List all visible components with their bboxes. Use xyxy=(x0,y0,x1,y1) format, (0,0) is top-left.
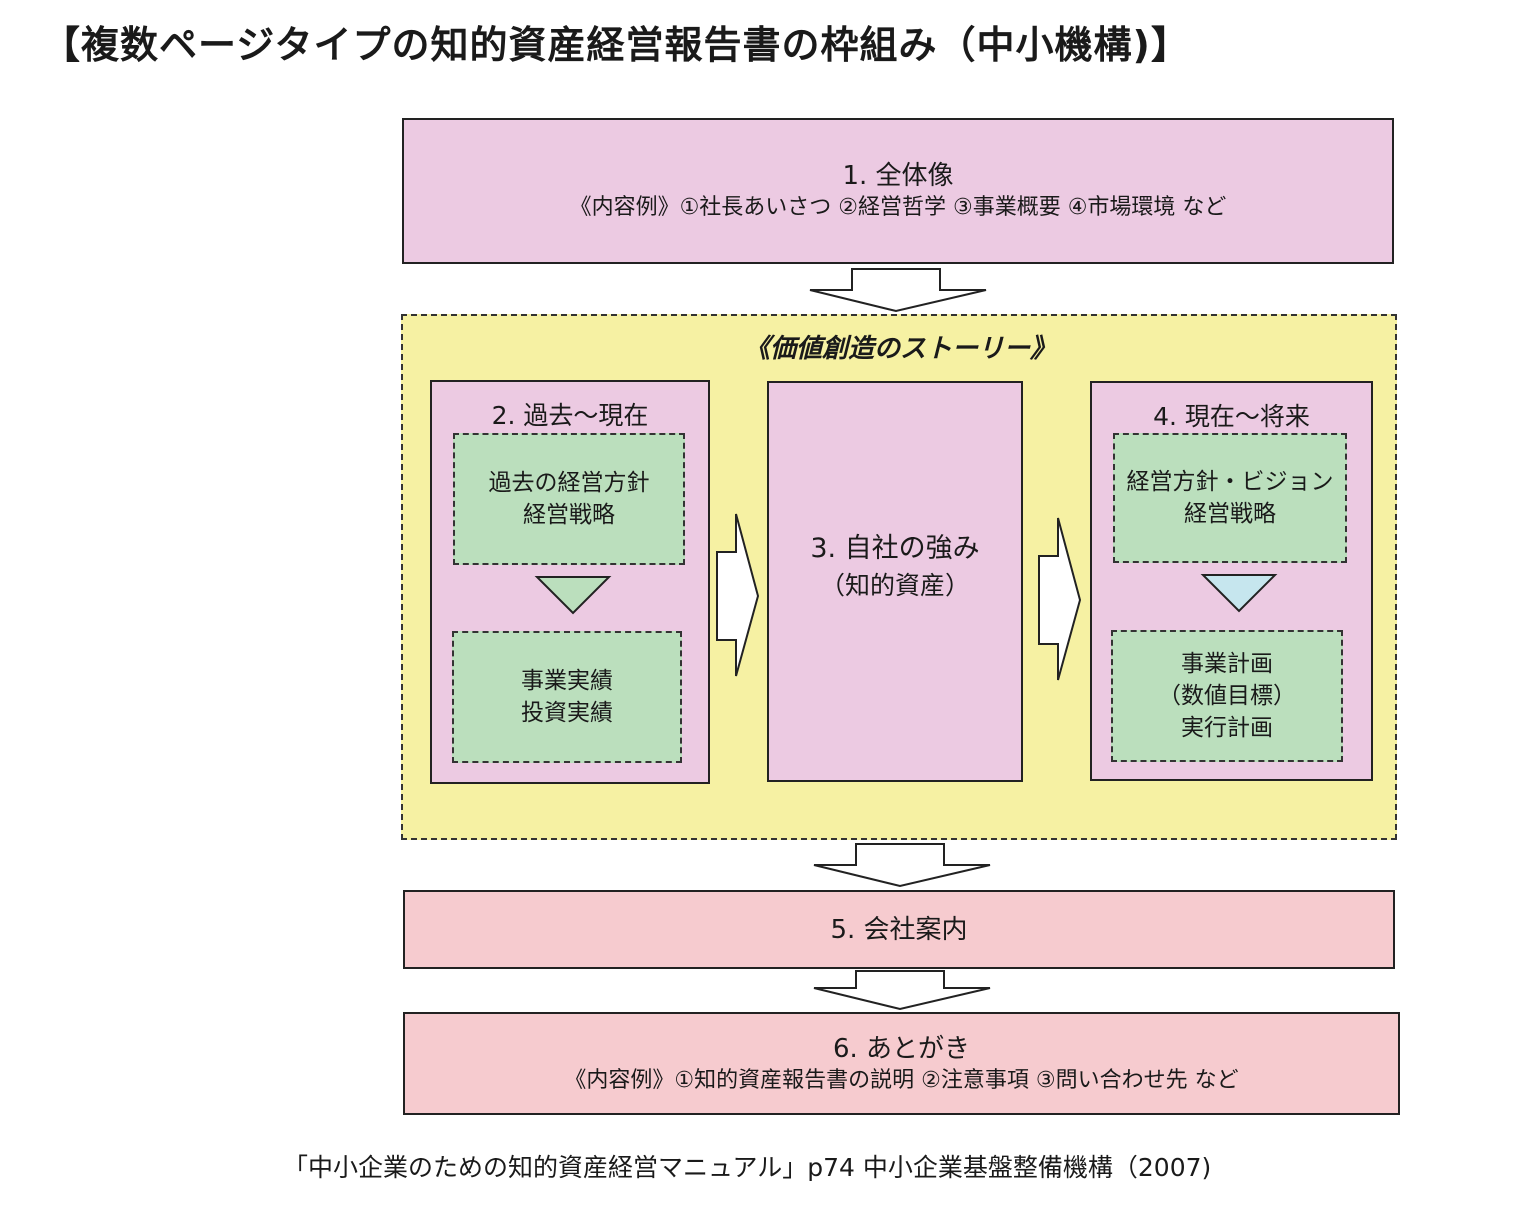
company-strengths-subheading: （知的資産） xyxy=(819,570,970,600)
future-policy-line-1: 経営方針・ビジョン xyxy=(1126,469,1334,495)
right-arrow-2 xyxy=(1038,517,1082,681)
past-present-heading: 2. 過去～現在 xyxy=(491,401,649,430)
down-arrow-3 xyxy=(813,970,991,1011)
future-policy-line-2: 経営戦略 xyxy=(1184,501,1276,527)
afterword-examples: 《内容例》①知的資産報告書の説明 ②注意事項 ③問い合わせ先 など xyxy=(564,1067,1239,1093)
overview-heading: 1. 全体像 xyxy=(842,161,954,191)
story-label: 《価値創造のストーリー》 xyxy=(743,334,1056,364)
past-results-line-1: 事業実績 xyxy=(521,668,613,694)
overview-box: 1. 全体像 《内容例》①社長あいさつ ②経営哲学 ③事業概要 ④市場環境 など xyxy=(402,118,1394,264)
future-policy-box: 経営方針・ビジョン 経営戦略 xyxy=(1113,433,1347,563)
past-policy-line-2: 経営戦略 xyxy=(523,502,615,528)
down-arrow-1 xyxy=(809,268,987,313)
afterword-box: 6. あとがき 《内容例》①知的資産報告書の説明 ②注意事項 ③問い合わせ先 な… xyxy=(403,1012,1400,1115)
page-title: 【複数ページタイプの知的資産経営報告書の枠組み（中小機構)】 xyxy=(42,23,1190,67)
future-plan-box: 事業計画 （数値目標） 実行計画 xyxy=(1111,630,1343,762)
down-triangle-blue-icon xyxy=(1200,574,1278,613)
right-arrow-1 xyxy=(716,513,760,677)
past-policy-line-1: 過去の経営方針 xyxy=(488,470,650,496)
past-results-line-2: 投資実績 xyxy=(521,700,613,726)
future-plan-line-2: （数値目標） xyxy=(1158,683,1296,709)
company-strengths-heading: 3. 自社の強み xyxy=(810,532,980,564)
company-info-heading: 5. 会社案内 xyxy=(830,914,968,945)
past-results-box: 事業実績 投資実績 xyxy=(452,631,682,763)
future-plan-line-3: 実行計画 xyxy=(1181,715,1273,741)
overview-examples: 《内容例》①社長あいさつ ②経営哲学 ③事業概要 ④市場環境 など xyxy=(569,195,1227,220)
company-info-box: 5. 会社案内 xyxy=(403,890,1395,969)
down-arrow-2 xyxy=(813,843,991,888)
company-strengths-box: 3. 自社の強み （知的資産） xyxy=(767,381,1023,782)
present-future-heading: 4. 現在～将来 xyxy=(1153,402,1310,431)
down-triangle-green-icon xyxy=(534,576,612,615)
source-citation: 「中小企業のための知的資産経営マニュアル」p74 中小企業基盤整備機構（2007… xyxy=(283,1153,1212,1182)
afterword-heading: 6. あとがき xyxy=(832,1033,971,1064)
past-policy-box: 過去の経営方針 経営戦略 xyxy=(453,433,685,565)
future-plan-line-1: 事業計画 xyxy=(1181,651,1273,677)
